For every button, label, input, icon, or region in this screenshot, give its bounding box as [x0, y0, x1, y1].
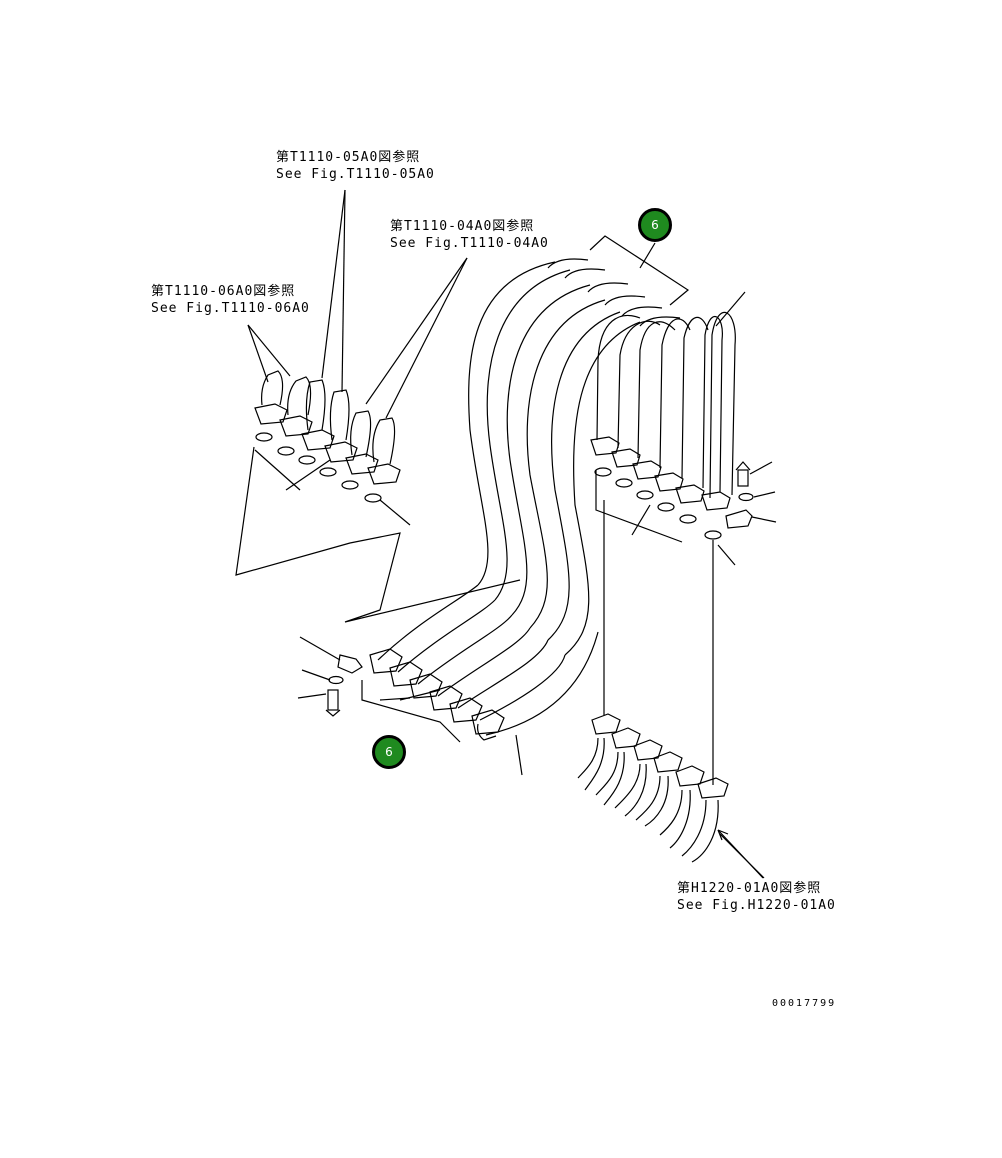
lower-left-flange-row: [361, 584, 599, 776]
callout-badge-lower: 6: [372, 735, 406, 769]
leader-lines-t1110-04a0: [365, 257, 468, 419]
reference-t1110-06a0: 第T1110-06A0図参照 See Fig.T1110-06A0: [151, 283, 310, 317]
main-hose-bundle: [468, 235, 690, 656]
upper-left-hose-stubs: [254, 370, 401, 485]
drawing-number: 00017799: [772, 998, 837, 1009]
lower-right-flange-row: [577, 713, 764, 879]
reference-jp: 第H1220-01A0図参照: [677, 881, 822, 896]
reference-t1110-04a0: 第T1110-04A0図参照 See Fig.T1110-04A0: [390, 218, 549, 252]
reference-jp: 第T1110-04A0図参照: [390, 219, 535, 234]
callout-badge-upper: 6: [638, 208, 672, 242]
leader-lines-t1110-05a0: [321, 189, 346, 393]
reference-jp: 第T1110-06A0図参照: [151, 284, 296, 299]
right-u-hoses: [590, 291, 746, 785]
upper-left-o-rings: [235, 432, 521, 623]
reference-t1110-05a0: 第T1110-05A0図参照 See Fig.T1110-05A0: [276, 149, 435, 183]
reference-jp: 第T1110-05A0図参照: [276, 150, 421, 165]
reference-en: See Fig.T1110-06A0: [151, 301, 310, 316]
reference-h1220-01a0: 第H1220-01A0図参照 See Fig.H1220-01A0: [677, 880, 836, 914]
right-hardware: [725, 461, 777, 529]
reference-en: See Fig.T1110-05A0: [276, 167, 435, 182]
reference-en: See Fig.H1220-01A0: [677, 898, 836, 913]
leader-lines-t1110-06a0: [247, 324, 291, 383]
leader-line-h1220-01a0: [719, 833, 765, 879]
reference-en: See Fig.T1110-04A0: [390, 236, 549, 251]
left-hardware: [297, 636, 363, 717]
